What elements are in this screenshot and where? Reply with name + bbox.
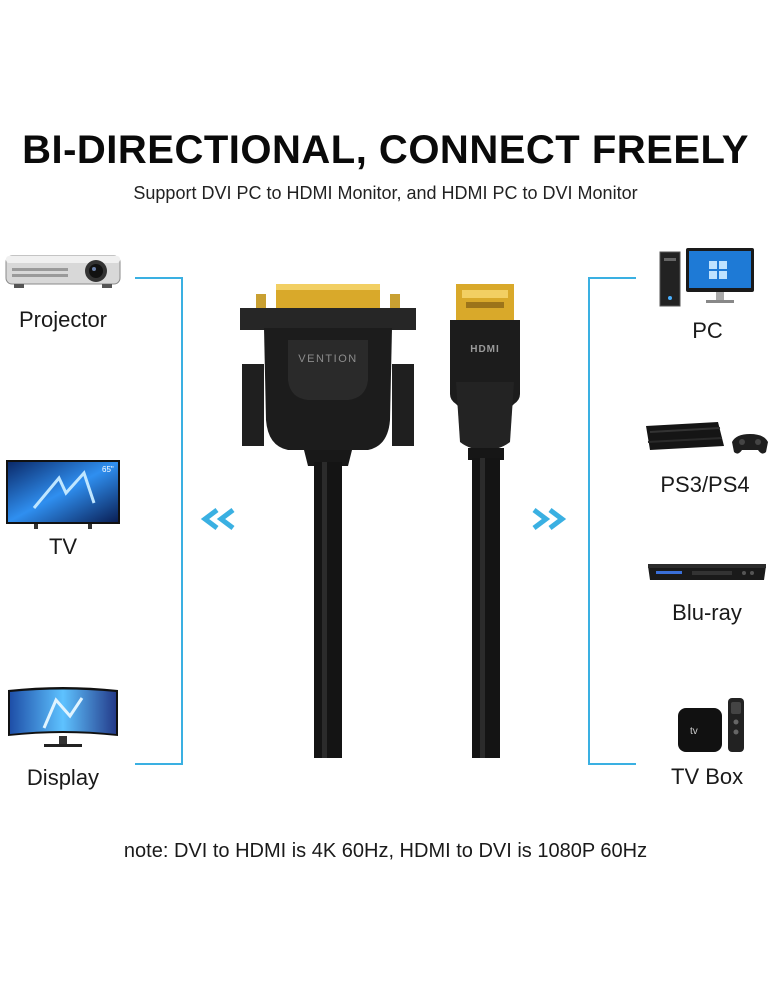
tv-size-badge: 65" [102,465,114,474]
device-display: Display [4,686,122,791]
tv-box-icon: tv [662,696,762,756]
device-label: TV Box [671,764,744,789]
left-bracket [135,277,183,765]
hdmi-logo-text: HDMI [470,344,500,355]
device-label: Projector [18,307,108,332]
device-label: Blu-ray [672,600,742,625]
device-projector: Projector [4,250,122,333]
device-bluray: Blu-ray [646,560,768,626]
game-console-icon [640,412,770,458]
right-bracket [588,277,636,765]
device-tv: 65" TV [4,458,122,560]
projector-icon [4,250,122,292]
footer-note: note: DVI to HDMI is 4K 60Hz, HDMI to DV… [123,840,648,862]
monitor-icon [4,686,122,750]
device-label: PC [692,318,723,343]
desktop-pc-icon [646,246,764,308]
device-label: TV [48,534,78,559]
page-title: BI-DIRECTIONAL, CONNECT FREELY [22,128,749,172]
page-subtitle: Support DVI PC to HDMI Monitor, and HDMI… [133,183,638,203]
device-pc: PC [646,246,764,344]
bluray-player-icon [646,560,768,586]
device-label: PS3/PS4 [660,472,750,497]
arrow-left-icon [199,508,239,530]
dvi-connector: VENTION [238,280,418,760]
tv-icon: 65" [4,458,122,530]
hdmi-connector: HDMI [440,282,540,762]
arrow-right-icon [528,508,568,530]
device-label: Display [26,765,100,790]
svg-text:tv: tv [690,726,698,737]
device-ps: PS3/PS4 [640,412,770,498]
dvi-brand-text: VENTION [298,353,357,365]
device-tvbox: tv TV Box [662,696,762,790]
